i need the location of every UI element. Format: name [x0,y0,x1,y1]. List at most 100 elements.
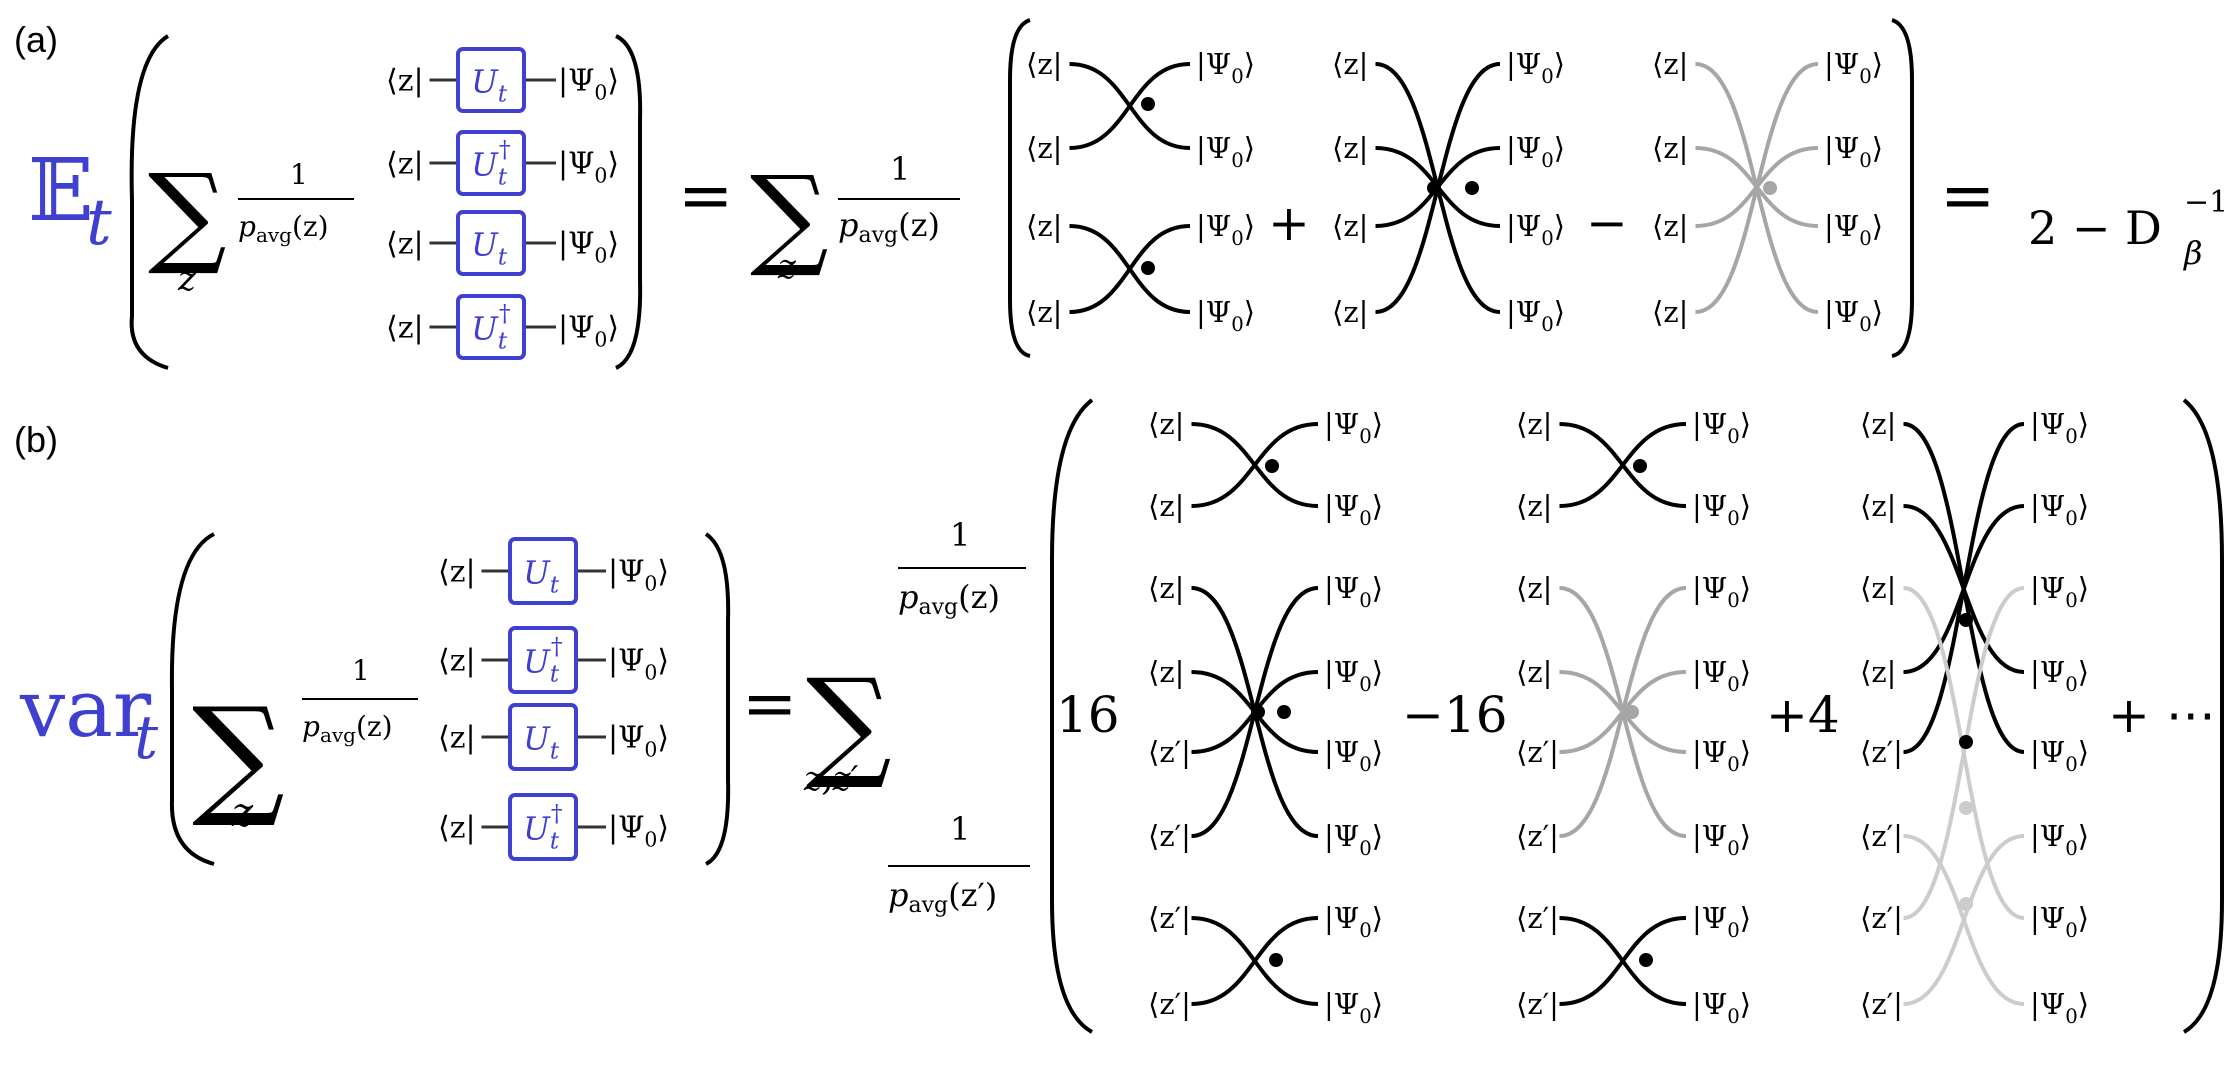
fraction-numerator: 1 [290,158,308,191]
contraction-node [1625,705,1639,719]
contraction-node [1465,181,1479,195]
expectation-subscript: t [86,186,112,260]
expectation-operator: 𝔼 t [28,141,112,260]
unitary-label: Ut [471,65,508,108]
contraction-node [1269,953,1283,967]
bra-z: ⟨z| [1516,571,1552,605]
bra-z: ⟨z| [438,721,476,756]
contraction-wire [1191,422,1319,508]
sum-term-b-left: ∑ z 1 pavg(z) [192,654,418,836]
ket-psi0: |Ψ0⟩ [1506,209,1565,250]
right-paren-a [615,34,643,370]
unitary-label: Ut [471,228,508,271]
contraction-wire [1695,62,1819,314]
contraction-diagrams-b: ⟨z| |Ψ0⟩ ⟨z| |Ψ0⟩ ⟨z| |Ψ0⟩ ⟨z| |Ψ0⟩ ⟨z′| |Ψ0⟩ ⟨z′|… [1148,407,2089,1028]
ket-psi0: |Ψ0⟩ [2030,407,2089,448]
ket-psi0: |Ψ0⟩ [2030,735,2089,776]
sum-symbol: ∑ [192,679,285,831]
sum-index: z [177,259,197,299]
equals-sign: = [678,157,733,234]
ket-psi0: |Ψ0⟩ [1692,489,1751,530]
ket-psi0: |Ψ0⟩ [1692,819,1751,860]
contraction-node [1265,459,1279,473]
bra-z: ⟨z| [1860,407,1896,441]
ket-psi0: |Ψ0⟩ [1506,47,1565,88]
ket-psi0: |Ψ0⟩ [2030,489,2089,530]
sum-term-a-right: ∑ z 1 pavg(z) [750,150,960,287]
ket-psi0: |Ψ0⟩ [558,147,619,188]
contraction-diagram: ⟨z||Ψ0⟩⟨z||Ψ0⟩⟨z||Ψ0⟩⟨z||Ψ0⟩ [1026,47,1255,336]
contraction-node [1959,801,1973,815]
contraction-node [1141,261,1155,275]
left-bracket-b [1050,398,1094,1034]
bra-z: ⟨z| [438,811,476,846]
bra-z: ⟨z| [1026,47,1062,81]
left-paren-a [129,34,170,370]
fraction-upper: 1 pavg(z) [898,516,1026,620]
contraction-wire [1191,916,1319,1006]
fraction-numerator: 1 [950,516,970,554]
equals-sign-result: = [1940,157,1995,234]
gate-row: ⟨z|Ut|Ψ0⟩ [386,210,619,276]
bra-zprime: ⟨z′| [1860,735,1903,769]
result-prefix: 2 − D [2028,201,2162,255]
ket-psi0: |Ψ0⟩ [608,811,669,852]
contraction-wire [1903,586,2025,920]
contraction-diagram: ⟨z||Ψ0⟩⟨z||Ψ0⟩⟨z||Ψ0⟩⟨z||Ψ0⟩⟨z′||Ψ0⟩⟨z′|… [1860,407,2089,1028]
bra-z: ⟨z| [1860,571,1896,605]
gate-box [508,793,578,861]
contraction-wire [1559,586,1687,838]
ket-psi0: |Ψ0⟩ [558,311,619,352]
ket-psi0: |Ψ0⟩ [1824,209,1883,250]
bra-z: ⟨z| [1332,131,1368,165]
contraction-node [1633,459,1647,473]
ket-psi0: |Ψ0⟩ [1692,987,1751,1028]
ket-psi0: |Ψ0⟩ [2030,987,2089,1028]
bra-z: ⟨z| [1860,489,1896,523]
fraction-denominator: pavg(z) [838,206,940,248]
ket-psi0: |Ψ0⟩ [1324,407,1383,448]
variance-operator: var t [19,662,159,773]
result-expression: 2 − D β −1 [2028,185,2228,272]
contraction-node [1959,897,1973,911]
bra-z: ⟨z| [1332,295,1368,329]
ket-psi0: |Ψ0⟩ [1824,47,1883,88]
fraction-lower: 1 pavg(z′) [888,810,1030,918]
ket-psi0: |Ψ0⟩ [1692,901,1751,942]
bra-z: ⟨z| [1516,655,1552,689]
unitary-label: Ut [523,722,560,765]
bra-z: ⟨z| [1652,295,1688,329]
right-paren-b [704,532,731,866]
right-bracket-a [1891,18,1914,358]
gate-row: ⟨z|Ut†|Ψ0⟩ [386,294,619,360]
sum-symbol: ∑ [750,152,829,280]
bra-z: ⟨z| [386,64,424,99]
contraction-wire [1903,834,2025,1006]
contraction-node [1959,735,1973,749]
unitary-gates-a: ⟨z|Ut|Ψ0⟩⟨z|Ut†|Ψ0⟩⟨z|Ut|Ψ0⟩⟨z|Ut†|Ψ0⟩ [386,47,619,360]
sum-term-a-left: ∑ z 1 pavg(z) [148,150,354,299]
sum-index: z,z′ [803,759,859,799]
expectation-symbol: 𝔼 [28,141,94,241]
ket-psi0: |Ψ0⟩ [608,555,669,596]
bra-zprime: ⟨z′| [1516,819,1559,853]
coefficient-16: 16 [1056,686,1120,744]
ket-psi0: |Ψ0⟩ [1324,901,1383,942]
fraction-numerator: 1 [950,810,970,848]
variance-subscript: t [134,703,159,773]
dagger-mark: † [551,632,563,660]
contraction-node [1251,705,1265,719]
plus-sign: + [1268,194,1310,252]
contraction-diagram: ⟨z||Ψ0⟩⟨z||Ψ0⟩⟨z||Ψ0⟩⟨z||Ψ0⟩⟨z′||Ψ0⟩⟨z′|… [1516,407,1751,1028]
fraction-denominator: pavg(z) [238,210,329,247]
contraction-node [1639,953,1653,967]
ket-psi0: |Ψ0⟩ [558,227,619,268]
ket-psi0: |Ψ0⟩ [1506,131,1565,172]
result-subscript: β [2183,234,2203,272]
bra-z: ⟨z| [1026,295,1062,329]
bra-z: ⟨z| [1026,209,1062,243]
ket-psi0: |Ψ0⟩ [1324,819,1383,860]
bra-z: ⟨z| [1148,655,1184,689]
ket-psi0: |Ψ0⟩ [1196,295,1255,336]
